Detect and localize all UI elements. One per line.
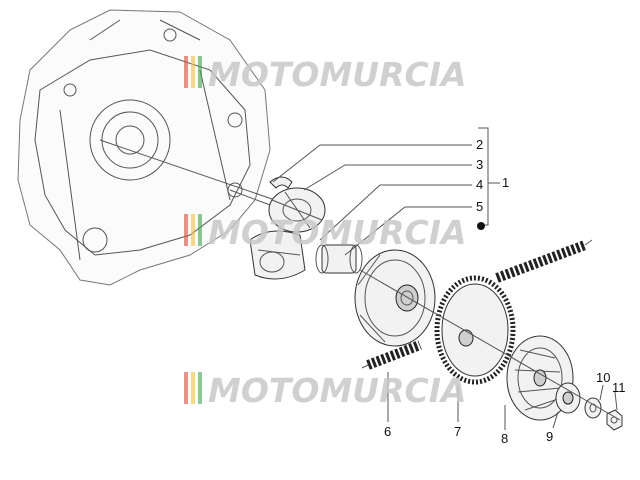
callout-1: 1	[502, 175, 509, 190]
watermark-middle: MOTOMURCIA	[184, 213, 467, 252]
part-4-movable-pulley	[354, 249, 436, 347]
part-9-bearing	[555, 382, 581, 414]
callout-3: 3	[476, 157, 483, 172]
part-4-slider-assembly	[249, 230, 306, 280]
callout-2: 2	[476, 137, 483, 152]
callout-8: 8	[501, 431, 508, 446]
watermark-top: MOTOMURCIA	[184, 55, 467, 94]
watermark-text-top: MOTOMURCIA	[208, 55, 467, 94]
crankcase-drawing	[17, 9, 276, 286]
callout-6: 6	[384, 424, 391, 439]
part-6-drive-belt	[361, 239, 593, 370]
watermark-bottom: MOTOMURCIA	[184, 371, 467, 410]
callout-9: 9	[546, 429, 553, 444]
part-2-clip	[269, 176, 293, 189]
callout-10: 10	[596, 370, 610, 385]
part-3-ramp-plate	[268, 187, 326, 233]
part-7-toothed-pulley	[434, 275, 516, 385]
watermark-text-middle: MOTOMURCIA	[208, 213, 467, 252]
callout-5: 5	[476, 199, 483, 214]
callout-11: 11	[612, 380, 626, 395]
watermark-text-bottom: MOTOMURCIA	[208, 371, 467, 410]
kit-dot-marker	[477, 222, 485, 230]
part-10-washer	[584, 397, 602, 419]
callout-7: 7	[454, 424, 461, 439]
callout-4: 4	[476, 177, 483, 192]
callouts: 2 3 4 5 1 6 7 8 9 10 11	[384, 137, 626, 446]
part-5-bushing	[315, 244, 363, 274]
